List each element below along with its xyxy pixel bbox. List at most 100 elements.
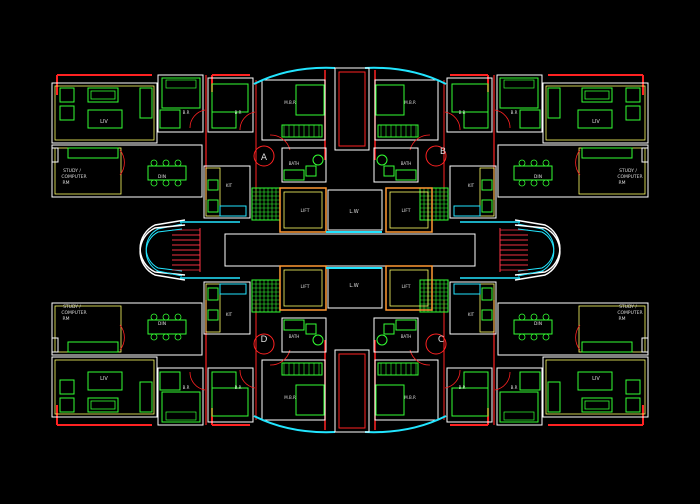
window (219, 283, 247, 295)
room-label: KIT (226, 312, 233, 317)
door-swing (494, 109, 511, 129)
pillow (165, 411, 197, 421)
room-label: BATH (401, 161, 412, 166)
dining-chair (518, 313, 526, 321)
door-swing (239, 111, 256, 131)
room-label: DIN (534, 321, 542, 327)
master-bed (295, 384, 325, 416)
wc (305, 165, 317, 177)
master-bed (375, 384, 405, 416)
living-room-outline (54, 85, 155, 141)
living-room-wall (542, 82, 649, 144)
central-corridor (224, 233, 476, 267)
dining-chair (542, 313, 550, 321)
sofa (581, 397, 613, 413)
bed (499, 391, 539, 423)
sofa-cushion (90, 400, 116, 410)
bathtub (395, 319, 417, 331)
room-label: M.B.R (404, 395, 416, 400)
dining-chair (518, 333, 526, 341)
window-frame (51, 147, 59, 163)
living-room-wall (542, 356, 649, 418)
dining-chair (530, 333, 538, 341)
sofa-cushion (90, 90, 116, 100)
stair-glazing (145, 228, 183, 277)
bedroom-wall (496, 74, 543, 133)
bathtub (283, 319, 305, 331)
window (453, 283, 481, 295)
bedroom-wall (207, 367, 254, 423)
lift-car (279, 265, 327, 311)
unit-marker-label: C (438, 335, 444, 345)
coffee-table (577, 109, 613, 129)
quadrant-bottom-left (51, 224, 336, 434)
door-swing (239, 369, 256, 389)
dining-chair (174, 333, 182, 341)
washbasin (376, 154, 388, 166)
hob (207, 287, 219, 301)
wardrobe (159, 371, 181, 391)
quadrant-top-right (364, 66, 649, 276)
room-label: KIT (226, 183, 233, 188)
room-label: B.R (459, 110, 466, 115)
bathtub (283, 169, 305, 181)
sofa-cushion (584, 400, 610, 410)
armchair (625, 87, 641, 103)
bedroom-wall (157, 367, 204, 426)
kitchen-wall (203, 165, 251, 219)
unit-marker-circle (253, 333, 275, 355)
desk (67, 341, 119, 353)
dining-chair (174, 159, 182, 167)
master-bedroom-wall (374, 79, 439, 141)
study-dining-wall (497, 302, 649, 356)
window (453, 205, 481, 217)
lift-car (279, 187, 327, 233)
curved-facade (253, 415, 336, 434)
room-label: M.B.R (284, 395, 296, 400)
bedroom-wall (446, 77, 493, 133)
living-room-outline (545, 85, 646, 141)
door-swing (444, 111, 461, 131)
sink (481, 179, 493, 191)
lift-label: LIFT (300, 208, 309, 214)
wc (383, 323, 395, 335)
room-label: DIN (534, 174, 542, 180)
study-dining-wall (51, 302, 203, 356)
dining-chair (150, 333, 158, 341)
door-swing (575, 149, 581, 176)
dining-chair (542, 333, 550, 341)
coffee-table (87, 371, 123, 391)
lw-label: L.W (349, 209, 358, 215)
living-room-wall (51, 356, 158, 418)
study-label: COMPUTER (61, 310, 86, 316)
study-label: RM (62, 316, 69, 322)
door-swing (189, 371, 206, 391)
room-label: BATH (401, 334, 412, 339)
quadrant-bottom-right (364, 224, 649, 434)
door-swing (494, 371, 511, 391)
lift-inner (389, 191, 429, 229)
bedroom-wall (446, 367, 493, 423)
central-core (180, 67, 520, 433)
study-label: STUDY / (619, 168, 637, 174)
curved-facade (364, 66, 447, 85)
wardrobe (377, 124, 419, 138)
lift-label: LIFT (401, 284, 410, 290)
dining-chair (150, 313, 158, 321)
coffee-table (577, 371, 613, 391)
armchair (59, 379, 75, 395)
wardrobe (377, 362, 419, 376)
window (219, 205, 247, 217)
room-label: KIT (468, 312, 475, 317)
sofa (87, 87, 119, 103)
room-label: B.R (235, 385, 242, 390)
sofa-side (139, 381, 153, 413)
window-frame (51, 337, 59, 353)
central-shaft (334, 349, 370, 433)
armchair (59, 397, 75, 413)
bed (161, 391, 201, 423)
wardrobe (463, 371, 489, 389)
dining-chair (542, 159, 550, 167)
kitchen-counter (205, 167, 221, 217)
study-label: STUDY / (63, 168, 81, 174)
